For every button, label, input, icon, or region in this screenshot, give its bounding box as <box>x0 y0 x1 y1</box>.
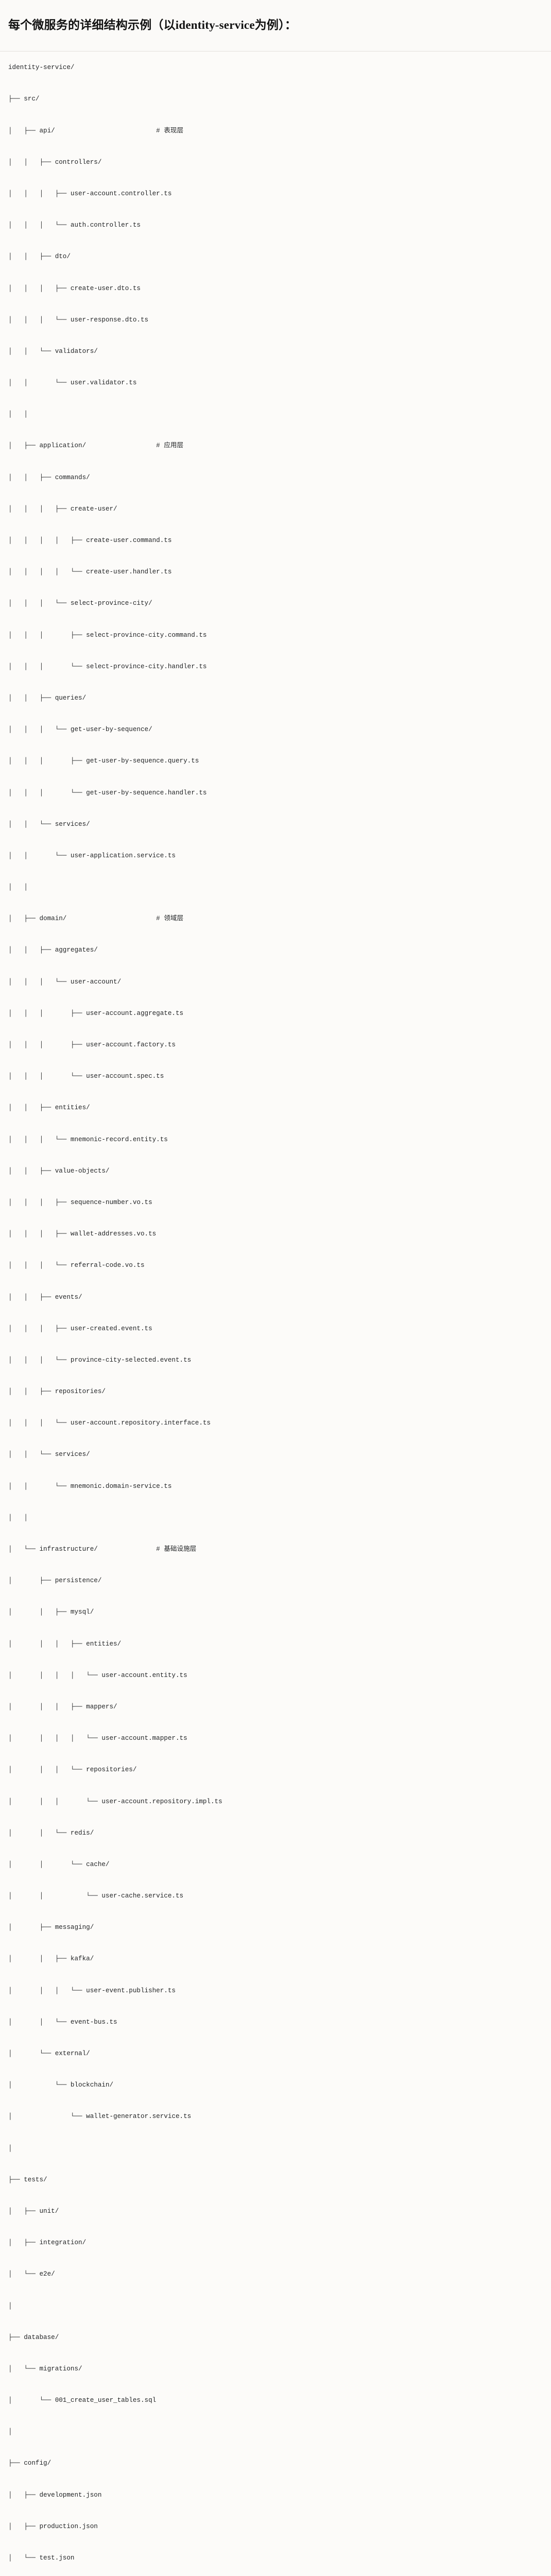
tree-line: ├── tests/ <box>8 2176 47 2183</box>
tree-line: │ │ └── redis/ <box>8 1829 94 1837</box>
tree-line: ├── src/ <box>8 95 40 103</box>
tree-line: │ │ │ ├── sequence-number.vo.ts <box>8 1198 152 1206</box>
tree-line: │ │ └── mnemonic.domain-service.ts <box>8 1482 172 1490</box>
tree-line: │ │ │ │ └── user-account.mapper.ts <box>8 1735 187 1742</box>
tree-line: │ │ │ └── repositories/ <box>8 1766 137 1774</box>
tree-line: │ └── wallet-generator.service.ts <box>8 2113 192 2121</box>
directory-tree-pre: identity-service/ ├── src/ │ ├── api/ # … <box>8 60 543 2576</box>
tree-line: │ └── migrations/ <box>8 2365 82 2372</box>
tree-line: │ └── external/ <box>8 2050 90 2058</box>
tree-line: │ │ └── user-application.service.ts <box>8 852 176 859</box>
tree-line: ├── config/ <box>8 2460 51 2467</box>
tree-line: │ │ ├── aggregates/ <box>8 946 98 954</box>
tree-line: │ │ ├── mysql/ <box>8 1608 94 1616</box>
tree-line: │ │ └── validators/ <box>8 347 98 355</box>
document-page: 每个微服务的详细结构示例（以identity-service为例）： ident… <box>0 10 551 2576</box>
tree-line: │ │ ├── events/ <box>8 1293 82 1301</box>
tree-line: │ └── test.json <box>8 2554 75 2562</box>
tree-line: │ ├── unit/ <box>8 2207 59 2215</box>
tree-line: │ │ └── user.validator.ts <box>8 379 137 387</box>
tree-line: │ ├── persistence/ <box>8 1577 102 1585</box>
tree-line: │ │ │ ├── user-account.controller.ts <box>8 190 172 197</box>
tree-line: │ │ └── cache/ <box>8 1860 110 1868</box>
tree-line: │ │ <box>8 884 28 891</box>
tree-line: │ │ └── services/ <box>8 820 90 828</box>
tree-line: │ ├── production.json <box>8 2522 98 2530</box>
tree-line: │ │ │ └── user-event.publisher.ts <box>8 1987 176 1994</box>
tree-line: │ │ │ ├── user-account.factory.ts <box>8 1041 176 1049</box>
tree-line: │ │ │ │ └── user-account.entity.ts <box>8 1671 187 1679</box>
tree-line: │ │ ├── dto/ <box>8 253 71 261</box>
tree-line: │ │ │ └── get-user-by-sequence/ <box>8 726 152 734</box>
tree-line: │ ├── integration/ <box>8 2239 87 2247</box>
tree-line: │ │ <box>8 411 28 418</box>
tree-line: │ │ │ └── mnemonic-record.entity.ts <box>8 1136 168 1143</box>
tree-line: │ │ │ └── get-user-by-sequence.handler.t… <box>8 789 207 796</box>
directory-tree-content: identity-service/ ├── src/ │ ├── api/ # … <box>8 60 543 2576</box>
tree-line: │ │ ├── kafka/ <box>8 1955 94 1963</box>
tree-line: │ │ │ └── user-response.dto.ts <box>8 316 149 324</box>
tree-line: │ │ │ └── auth.controller.ts <box>8 222 141 229</box>
tree-line: │ ├── messaging/ <box>8 1924 94 1931</box>
tree-line: │ │ │ │ └── create-user.handler.ts <box>8 568 172 576</box>
tree-line: │ └── infrastructure/ # 基础设施层 <box>8 1546 197 1553</box>
tree-line: │ └── e2e/ <box>8 2270 55 2278</box>
tree-line: │ │ │ └── select-province-city.handler.t… <box>8 663 207 670</box>
tree-line: │ │ ├── value-objects/ <box>8 1167 110 1175</box>
tree-line: │ ├── application/ # 应用层 <box>8 442 184 450</box>
tree-line: │ │ │ ├── create-user.dto.ts <box>8 284 141 292</box>
tree-line: │ │ ├── controllers/ <box>8 158 102 166</box>
tree-line: │ <box>8 2144 12 2152</box>
tree-line: │ │ │ │ ├── create-user.command.ts <box>8 537 172 545</box>
tree-line: │ │ │ └── user-account/ <box>8 978 122 986</box>
tree-line: │ │ ├── repositories/ <box>8 1388 106 1396</box>
tree-line: │ <box>8 2428 12 2436</box>
tree-line: │ │ ├── queries/ <box>8 694 87 702</box>
tree-line: │ │ │ ├── entities/ <box>8 1640 122 1648</box>
tree-line: │ ├── domain/ # 领域层 <box>8 915 184 923</box>
tree-line: │ │ │ └── referral-code.vo.ts <box>8 1262 145 1269</box>
tree-line: │ │ └── services/ <box>8 1451 90 1459</box>
tree-line: │ │ │ ├── user-account.aggregate.ts <box>8 1009 184 1017</box>
tree-line: ├── database/ <box>8 2333 59 2341</box>
tree-line: │ │ │ ├── select-province-city.command.t… <box>8 631 207 639</box>
divider-top <box>0 51 551 52</box>
tree-line: │ │ └── event-bus.ts <box>8 2018 117 2026</box>
tree-line: identity-service/ <box>8 64 75 72</box>
tree-line: │ │ │ ├── create-user/ <box>8 505 117 513</box>
tree-line: │ │ │ └── user-account.repository.interf… <box>8 1419 211 1427</box>
tree-line: │ │ <box>8 1514 28 1521</box>
page-title: 每个微服务的详细结构示例（以identity-service为例）： <box>8 19 297 32</box>
tree-line: │ └── 001_create_user_tables.sql <box>8 2397 157 2404</box>
tree-line: │ │ │ ├── mappers/ <box>8 1703 117 1710</box>
tree-line: │ │ │ └── user-account.spec.ts <box>8 1073 164 1080</box>
tree-line: │ │ │ ├── wallet-addresses.vo.ts <box>8 1230 157 1238</box>
tree-line: │ <box>8 2302 12 2310</box>
tree-line: │ ├── development.json <box>8 2491 102 2499</box>
tree-line: │ ├── api/ # 表现层 <box>8 127 184 134</box>
tree-line: │ │ ├── entities/ <box>8 1104 90 1112</box>
tree-line: │ │ │ ├── get-user-by-sequence.query.ts <box>8 757 199 765</box>
tree-line: │ │ │ └── select-province-city/ <box>8 600 152 607</box>
tree-line: │ │ └── user-cache.service.ts <box>8 1892 184 1900</box>
tree-line: │ │ │ └── province-city-selected.event.t… <box>8 1356 192 1364</box>
tree-line: │ │ ├── commands/ <box>8 473 90 481</box>
directory-tree-code-block: identity-service/ ├── src/ │ ├── api/ # … <box>0 52 551 2576</box>
tree-line: │ │ │ ├── user-created.event.ts <box>8 1325 152 1332</box>
tree-line: │ │ │ └── user-account.repository.impl.t… <box>8 1798 222 1805</box>
tree-line: │ └── blockchain/ <box>8 2081 114 2089</box>
